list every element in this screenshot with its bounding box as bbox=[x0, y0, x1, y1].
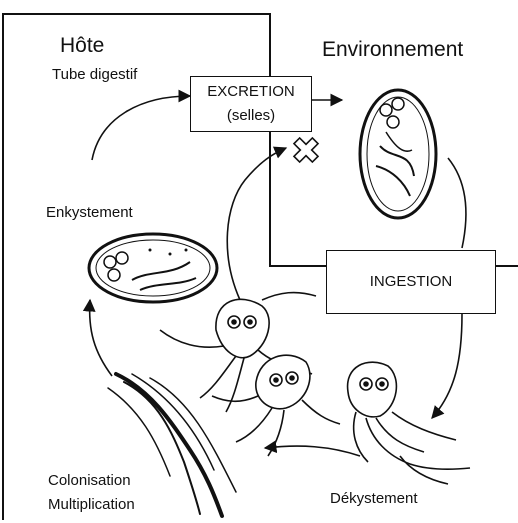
cyst-icon bbox=[360, 90, 436, 218]
excysting-trophozoite-icon bbox=[348, 362, 470, 484]
arrow-trophozoite-to-excretion-blocked bbox=[227, 148, 286, 300]
trophozoite-icon bbox=[212, 355, 340, 456]
ingestion-box: INGESTION bbox=[326, 250, 496, 314]
arrow-to-excretion bbox=[92, 96, 190, 160]
encysting-cyst-icon bbox=[89, 234, 217, 302]
excystment-label: Dékystement bbox=[330, 490, 418, 507]
excretion-sublabel: (selles) bbox=[227, 104, 275, 128]
arrow-ingestion-to-excystment bbox=[432, 314, 462, 418]
intestinal-wall bbox=[108, 374, 236, 516]
arrow-to-colonisation bbox=[265, 446, 360, 456]
encystment-label: Enkystement bbox=[46, 204, 133, 221]
excretion-box: EXCRETION (selles) bbox=[190, 76, 312, 132]
arrow-to-ingestion bbox=[448, 158, 466, 248]
host-title: Hôte bbox=[60, 34, 104, 58]
multiplication-label: Multiplication bbox=[48, 496, 135, 513]
excretion-label: EXCRETION bbox=[207, 80, 295, 104]
environment-title: Environnement bbox=[322, 38, 463, 62]
host-subtitle: Tube digestif bbox=[52, 66, 137, 83]
x-mark-icon bbox=[288, 132, 325, 169]
colonisation-label: Colonisation bbox=[48, 472, 131, 489]
arrow-to-encystment bbox=[90, 300, 112, 376]
ingestion-label: INGESTION bbox=[370, 270, 453, 294]
